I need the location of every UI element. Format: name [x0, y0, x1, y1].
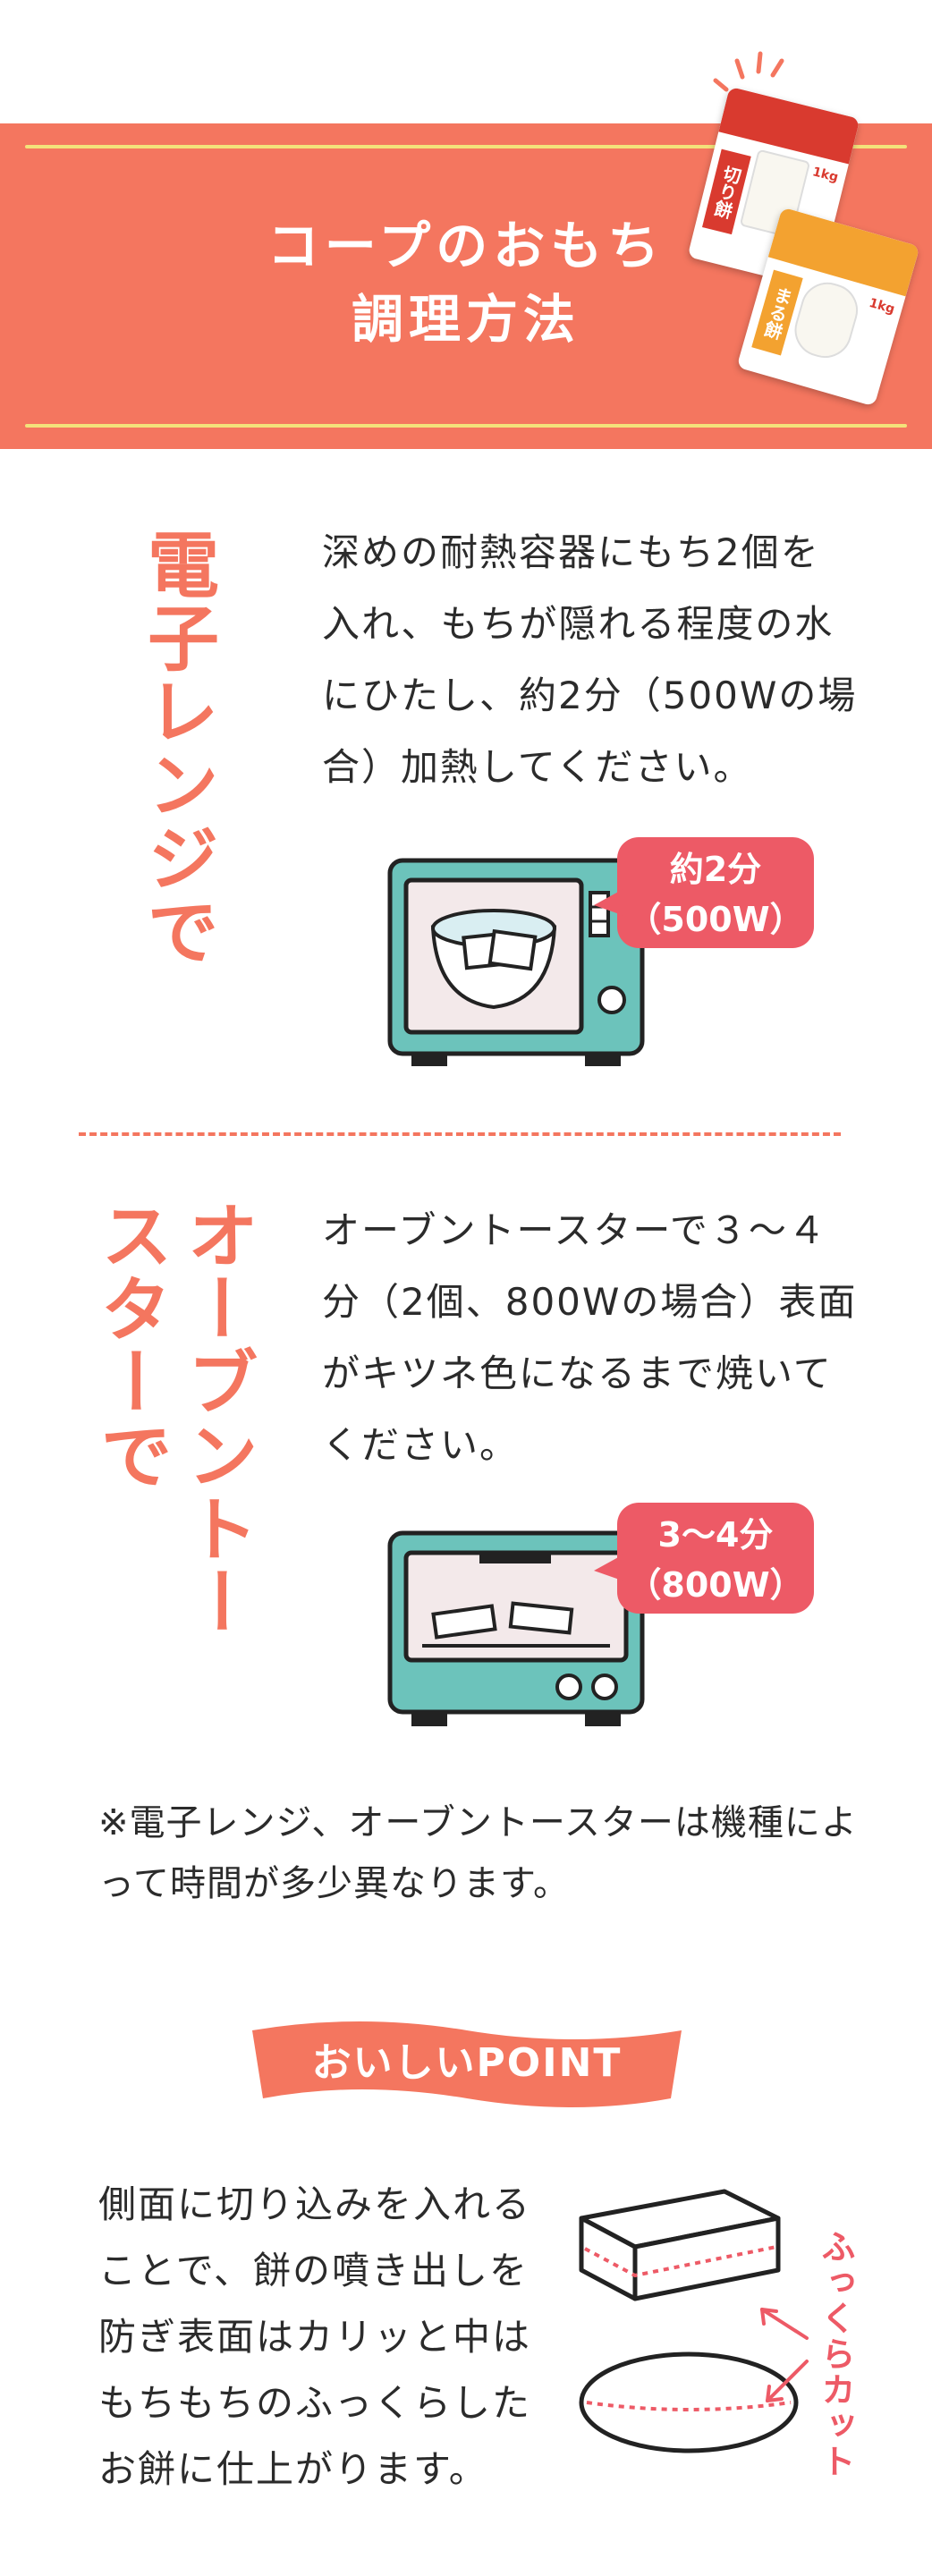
- toaster-bubble-tail: [594, 1551, 630, 1583]
- package-back-weight: 1kg: [867, 295, 897, 318]
- microwave-heading: 電子レンジで: [136, 528, 219, 968]
- toaster-icon: [387, 1530, 645, 1726]
- toaster-bubble-time: 3～4分: [657, 1515, 774, 1555]
- section-divider: [79, 1132, 841, 1136]
- package-front-weight: 1kg: [810, 165, 840, 185]
- toaster-heading: オーブントースターで: [89, 1199, 258, 1639]
- page-title: コープのおもち 調理方法: [0, 209, 932, 356]
- header-line-bottom: [25, 424, 907, 428]
- page-title-line1: コープのおもち: [267, 216, 665, 276]
- mochi-cut-diagram: [579, 2189, 799, 2453]
- microwave-instructions: 深めの耐熱容器にもち2個を入れ、もちが隠れる程度の水にひたし、約2分（500Wの…: [322, 530, 858, 789]
- toaster-bubble-watt: （800W）: [627, 1565, 804, 1605]
- microwave-bubble-watt: （500W）: [627, 900, 804, 939]
- page-title-line2: 調理方法: [351, 289, 580, 350]
- toaster-time-bubble: 3～4分 （800W）: [617, 1503, 814, 1614]
- microwave-bubble-tail: [594, 886, 630, 918]
- point-ribbon-label: おいしいPOINT: [311, 2040, 623, 2086]
- sparkle-icon: [713, 51, 784, 92]
- microwave-time-bubble: 約2分 （500W）: [617, 837, 814, 948]
- cut-arrow-icon: [760, 2308, 809, 2402]
- toaster-instructions: オーブントースターで３～４分（2個、800Wの場合）表面がキツネ色になるまで焼い…: [322, 1208, 858, 1467]
- microwave-bubble-time: 約2分: [669, 850, 762, 889]
- header-line-top: [25, 145, 907, 148]
- point-description: 側面に切り込みを入れることで、餅の噴き出しを防ぎ表面はカリッと中はもちもちのふっ…: [98, 2182, 532, 2491]
- microwave-icon: [387, 858, 645, 1066]
- timing-note: ※電子レンジ、オーブントースターは機種によって時間が多少異なります。: [98, 1802, 858, 1904]
- point-ribbon: [252, 2021, 682, 2107]
- cut-label: ふっくらカット: [816, 2229, 855, 2479]
